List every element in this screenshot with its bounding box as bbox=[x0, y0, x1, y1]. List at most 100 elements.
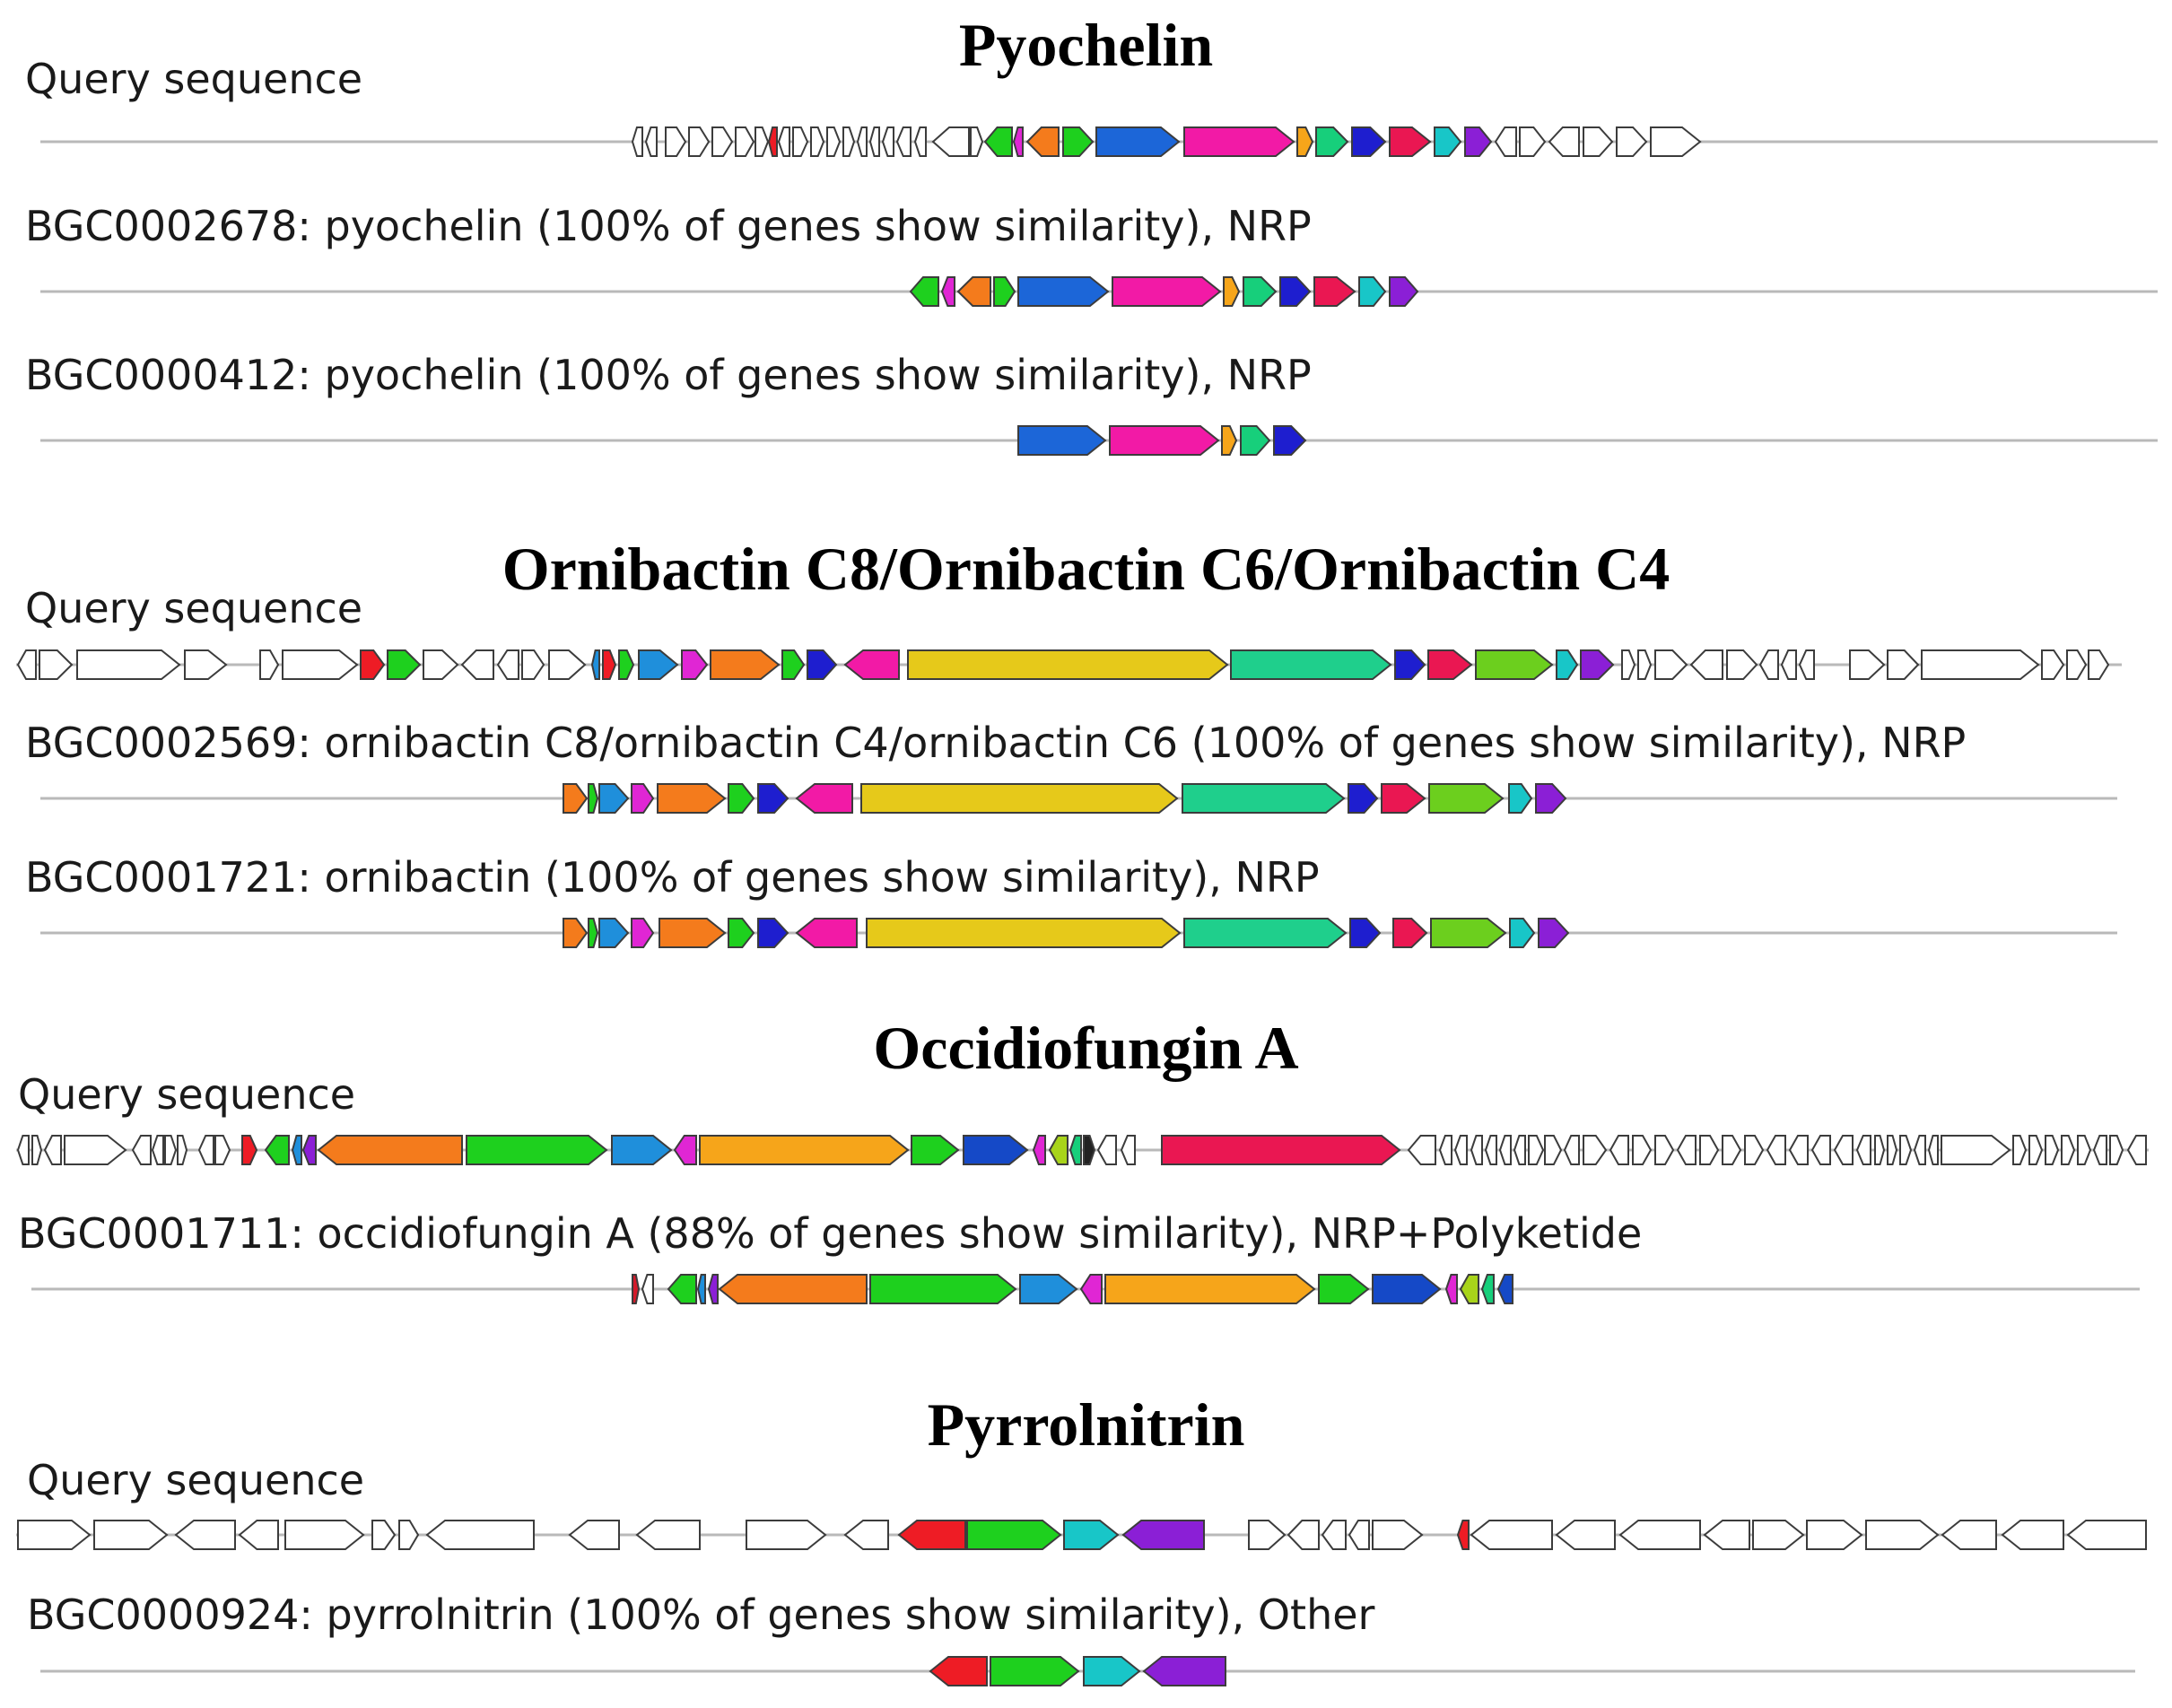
gene-track-pyochelin-query-gene-arrow-9 bbox=[777, 126, 790, 157]
gene-track-pyochelin-query-gene-arrow-20 bbox=[970, 126, 984, 157]
gene-track-ornibactin-query-gene-arrow-26 bbox=[1427, 649, 1473, 680]
track-label-bgc0002569: BGC0002569: ornibactin C8/ornibactin C4/… bbox=[25, 719, 1967, 767]
gene-track-pyrrolnitrin-query-gene-arrow-11 bbox=[746, 1520, 827, 1550]
gene-track-ornibactin-query-gene-arrow-25 bbox=[1394, 649, 1426, 680]
gene-track-occidiofungin-query-gene-arrow-39 bbox=[1583, 1135, 1608, 1165]
gene-track-bgc0000412-gene-arrow-5 bbox=[1273, 425, 1307, 456]
gene-track-bgc0002569-gene-arrow-12 bbox=[1381, 783, 1426, 814]
gene-track-bgc0002569-gene-arrow-3 bbox=[598, 783, 630, 814]
gene-track-pyochelin-query-gene-arrow-35 bbox=[1548, 126, 1580, 157]
gene-track-pyrrolnitrin-query-gene-arrow-7 bbox=[398, 1520, 420, 1550]
gene-track-bgc0002569-gene-arrow-14 bbox=[1508, 783, 1533, 814]
gene-track-bgc0001711-gene-arrow-5 bbox=[707, 1274, 719, 1304]
gene-track-occidiofungin-query-gene-arrow-57 bbox=[1941, 1135, 2011, 1165]
gene-track-pyochelin-query-gene-arrow-33 bbox=[1494, 126, 1517, 157]
gene-track-bgc0001721-gene-arrow-9 bbox=[866, 918, 1182, 948]
gene-track-ornibactin-query-gene-arrow-11 bbox=[496, 649, 519, 680]
gene-track-bgc0001711-gene-arrow-9 bbox=[1079, 1274, 1103, 1304]
section-title-ornibactin: Ornibactin C8/Ornibactin C6/Ornibactin C… bbox=[502, 535, 1670, 603]
gene-track-pyrrolnitrin-query-gene-arrow-29 bbox=[1865, 1520, 1940, 1550]
gene-track-ornibactin-query-gene-arrow-36 bbox=[1780, 649, 1797, 680]
gene-track-pyochelin-query-gene-arrow-38 bbox=[1650, 126, 1702, 157]
gene-track-occidiofungin-query-gene-arrow-35 bbox=[1513, 1135, 1526, 1165]
gene-track-bgc0001721 bbox=[40, 918, 2117, 948]
gene-track-pyochelin-query-gene-arrow-29 bbox=[1351, 126, 1387, 157]
gene-track-pyochelin-query-gene-arrow-16 bbox=[881, 126, 894, 157]
gene-track-bgc0002678 bbox=[40, 276, 2158, 307]
gene-track-pyochelin-query-gene-arrow-18 bbox=[913, 126, 927, 157]
gene-track-occidiofungin-query-gene-arrow-1 bbox=[16, 1135, 30, 1165]
gene-track-ornibactin-query-gene-arrow-19 bbox=[710, 649, 781, 680]
gene-track-bgc0001721-gene-arrow-6 bbox=[728, 918, 755, 948]
gene-track-ornibactin-query-gene-arrow-2 bbox=[39, 649, 74, 680]
gene-track-bgc0001711-gene-arrow-13 bbox=[1444, 1274, 1458, 1304]
gene-track-occidiofungin-query-gene-arrow-37 bbox=[1544, 1135, 1563, 1165]
gene-track-occidiofungin-query-gene-arrow-51 bbox=[1855, 1135, 1871, 1165]
track-label-bgc0000412: BGC0000412: pyochelin (100% of genes sho… bbox=[25, 351, 1312, 399]
gene-track-bgc0002569-gene-arrow-5 bbox=[657, 783, 727, 814]
gene-track-ornibactin-query-gene-arrow-5 bbox=[259, 649, 280, 680]
gene-track-pyochelin-query-gene-arrow-26 bbox=[1183, 126, 1295, 157]
gene-track-bgc0001711-gene-arrow-4 bbox=[696, 1274, 706, 1304]
gene-track-bgc0001721-gene-arrow-2 bbox=[588, 918, 599, 948]
gene-track-occidiofungin-query-gene-arrow-31 bbox=[1453, 1135, 1468, 1165]
gene-track-pyrrolnitrin-query-gene-arrow-6 bbox=[371, 1520, 397, 1550]
gene-track-pyrrolnitrin-query-gene-arrow-26 bbox=[1703, 1520, 1750, 1550]
gene-track-occidiofungin-query-gene-arrow-63 bbox=[2092, 1135, 2107, 1165]
gene-track-occidiofungin-query-gene-arrow-17 bbox=[611, 1135, 673, 1165]
gene-track-pyochelin-query-gene-arrow-1 bbox=[631, 126, 643, 157]
gene-track-occidiofungin-query-gene-arrow-13 bbox=[291, 1135, 302, 1165]
gene-track-bgc0001711-gene-arrow-11 bbox=[1318, 1274, 1370, 1304]
track-label-ornibactin-query: Query sequence bbox=[25, 584, 363, 632]
gene-track-bgc0002569-gene-arrow-10 bbox=[1182, 783, 1346, 814]
gene-track-occidiofungin-query-gene-arrow-42 bbox=[1654, 1135, 1675, 1165]
gene-track-bgc0001721-gene-arrow-10 bbox=[1183, 918, 1348, 948]
gene-track-pyrrolnitrin-query-gene-arrow-10 bbox=[635, 1520, 701, 1550]
gene-track-pyochelin-query-gene-arrow-28 bbox=[1315, 126, 1349, 157]
gene-track-ornibactin-query-gene-arrow-22 bbox=[843, 649, 900, 680]
gene-track-pyrrolnitrin-query-gene-arrow-9 bbox=[568, 1520, 620, 1550]
gene-track-pyochelin-query-gene-arrow-27 bbox=[1296, 126, 1314, 157]
gene-track-pyochelin-query-gene-arrow-14 bbox=[856, 126, 868, 157]
gene-track-bgc0001711-gene-arrow-10 bbox=[1104, 1274, 1316, 1304]
gene-track-bgc0001711-gene-arrow-1 bbox=[632, 1274, 641, 1304]
gene-track-ornibactin-query-gene-arrow-17 bbox=[638, 649, 679, 680]
gene-track-ornibactin-query-gene-arrow-24 bbox=[1230, 649, 1392, 680]
gene-track-bgc0001721-gene-arrow-12 bbox=[1392, 918, 1428, 948]
gene-track-ornibactin-query-gene-arrow-15 bbox=[602, 649, 617, 680]
track-label-pyochelin-query: Query sequence bbox=[25, 55, 363, 103]
gene-track-occidiofungin-query-gene-arrow-52 bbox=[1874, 1135, 1886, 1165]
gene-track-pyrrolnitrin-query-gene-arrow-18 bbox=[1287, 1520, 1320, 1550]
gene-track-pyrrolnitrin-query-gene-arrow-31 bbox=[2001, 1520, 2064, 1550]
gene-track-pyochelin-query-gene-arrow-23 bbox=[1025, 126, 1060, 157]
track-label-pyrrolnitrin-query: Query sequence bbox=[27, 1456, 365, 1504]
gene-track-bgc0000924 bbox=[40, 1656, 2135, 1686]
gene-track-pyrrolnitrin-query-gene-arrow-24 bbox=[1555, 1520, 1616, 1550]
gene-track-occidiofungin-query-gene-arrow-21 bbox=[963, 1135, 1029, 1165]
gene-track-ornibactin-query-gene-arrow-40 bbox=[1921, 649, 2040, 680]
gene-track-ornibactin-query-gene-arrow-33 bbox=[1689, 649, 1723, 680]
gene-track-ornibactin-query bbox=[16, 649, 2122, 680]
gene-track-bgc0002569-gene-arrow-9 bbox=[860, 783, 1179, 814]
gene-track-bgc0002678-gene-arrow-12 bbox=[1389, 276, 1419, 307]
gene-track-occidiofungin-query-gene-arrow-22 bbox=[1032, 1135, 1046, 1165]
gene-track-bgc0002678-gene-arrow-1 bbox=[909, 276, 939, 307]
gene-track-bgc0001711-gene-arrow-8 bbox=[1019, 1274, 1078, 1304]
gene-track-pyochelin-query-gene-arrow-12 bbox=[826, 126, 842, 157]
gene-track-pyrrolnitrin-query-gene-arrow-2 bbox=[93, 1520, 169, 1550]
gene-track-ornibactin-query-gene-arrow-38 bbox=[1849, 649, 1886, 680]
gene-track-pyrrolnitrin-query-gene-arrow-32 bbox=[2066, 1520, 2147, 1550]
gene-track-occidiofungin-query-gene-arrow-15 bbox=[317, 1135, 463, 1165]
gene-track-pyrrolnitrin-query-gene-arrow-25 bbox=[1618, 1520, 1701, 1550]
gene-track-occidiofungin-query-gene-arrow-62 bbox=[2077, 1135, 2092, 1165]
gene-track-occidiofungin-query-gene-arrow-16 bbox=[466, 1135, 608, 1165]
gene-track-bgc0001721-gene-arrow-5 bbox=[659, 918, 727, 948]
gene-track-ornibactin-query-gene-arrow-10 bbox=[460, 649, 494, 680]
gene-track-bgc0001721-gene-arrow-3 bbox=[598, 918, 630, 948]
gene-track-bgc0001711-gene-arrow-15 bbox=[1480, 1274, 1495, 1304]
gene-track-pyrrolnitrin-query-gene-arrow-19 bbox=[1321, 1520, 1347, 1550]
gene-track-pyochelin-query-gene-arrow-11 bbox=[810, 126, 825, 157]
gene-track-pyochelin-query-gene-arrow-17 bbox=[895, 126, 912, 157]
gene-track-pyrrolnitrin-query-gene-arrow-15 bbox=[1063, 1520, 1120, 1550]
gene-track-pyochelin-query bbox=[40, 126, 2158, 157]
